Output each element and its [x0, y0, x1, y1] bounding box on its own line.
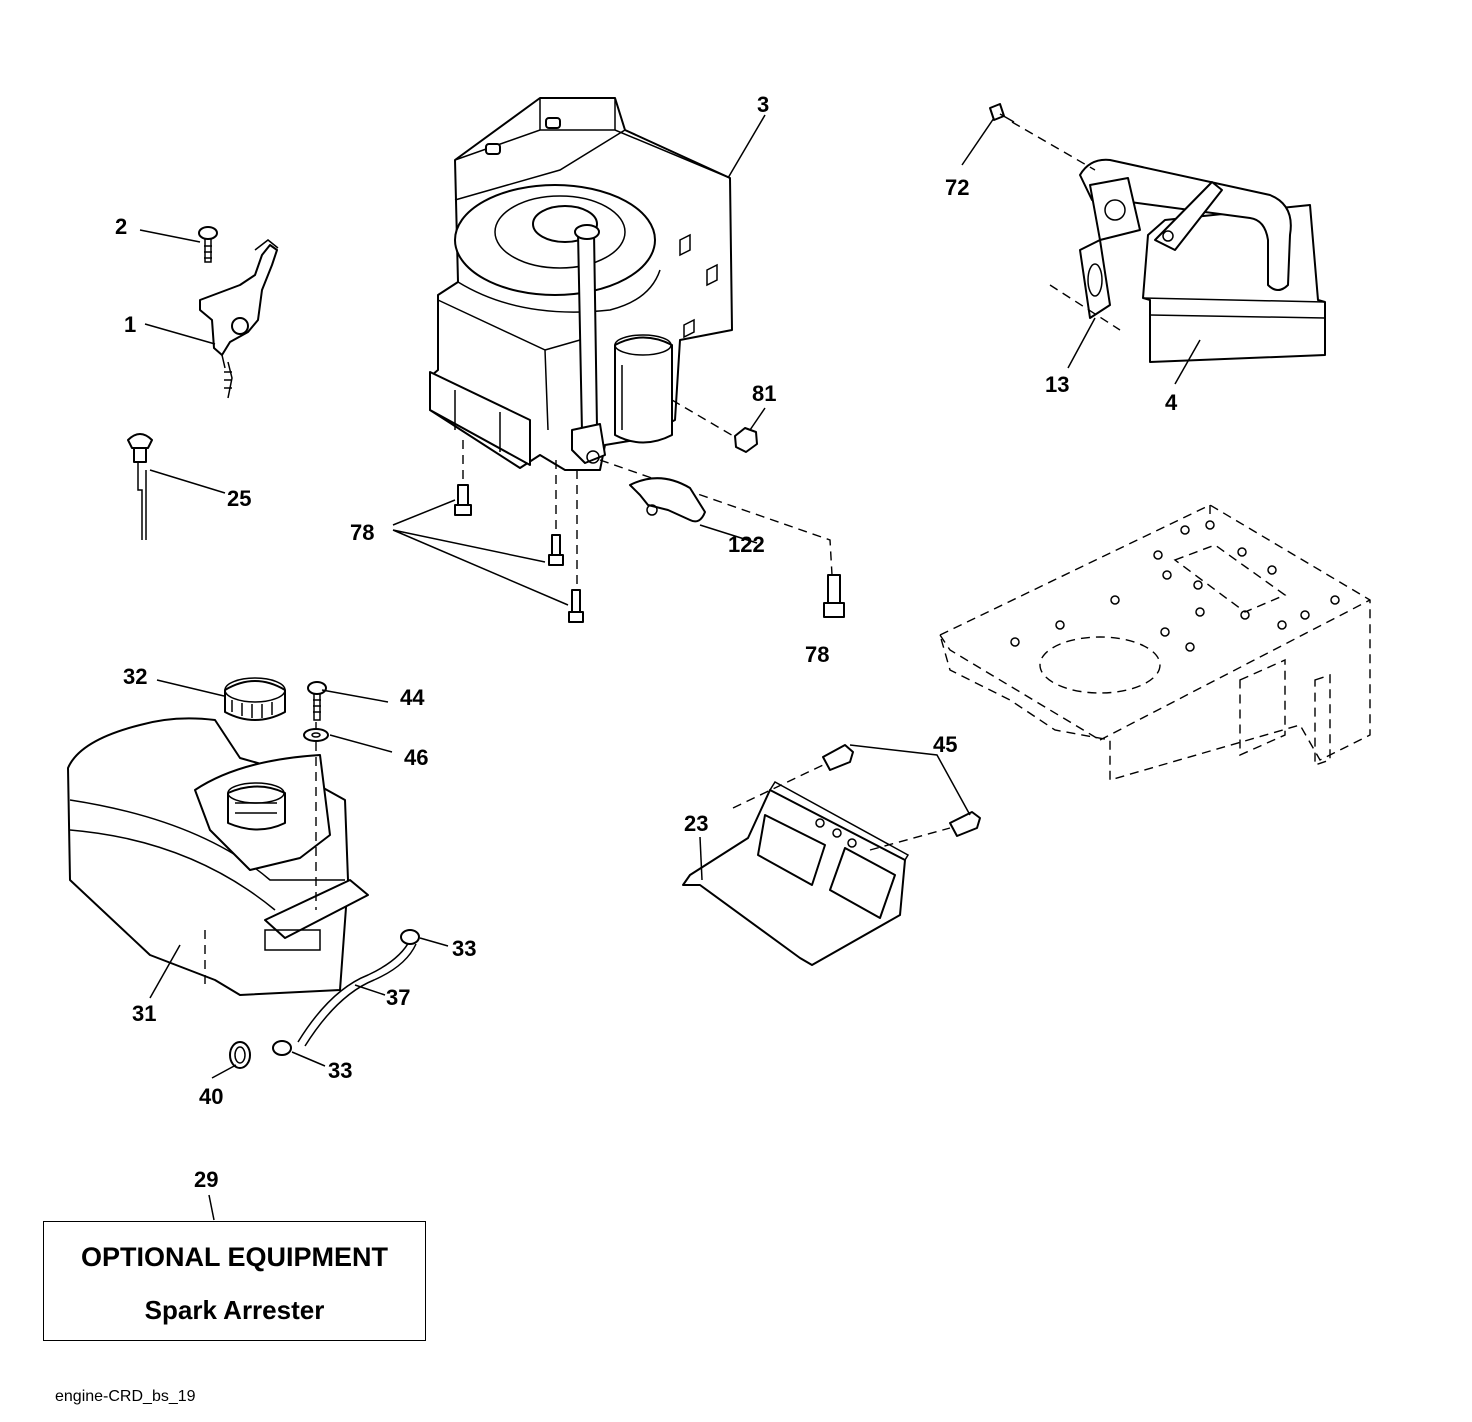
callout-33: 33	[452, 936, 476, 961]
callout-25: 25	[227, 486, 251, 511]
nut-part	[734, 427, 758, 453]
exhaust-gasket-part	[1079, 239, 1111, 319]
callout-1: 1	[124, 312, 136, 337]
throttle-control-part	[199, 239, 279, 399]
grommet-part	[229, 1041, 251, 1069]
optional-equipment-title: OPTIONAL EQUIPMENT	[80, 1242, 389, 1272]
callout-44: 44	[400, 685, 425, 710]
diagram-code: engine-CRD_bs_19	[55, 1388, 196, 1405]
shield-plate-part	[682, 781, 910, 966]
optional-equipment-box: OPTIONAL EQUIPMENT Spark Arrester	[43, 1221, 426, 1341]
callout-33: 33	[328, 1058, 352, 1083]
callout-31: 31	[132, 1001, 156, 1026]
callout-78: 78	[350, 520, 374, 545]
washer-part	[303, 728, 329, 742]
fuel-tank-part	[67, 717, 369, 996]
spark-arrester-label: Spark Arrester	[144, 1295, 325, 1325]
callout-40: 40	[199, 1084, 223, 1109]
callout-4: 4	[1165, 390, 1178, 415]
callout-122: 122	[728, 532, 765, 557]
callout-3: 3	[757, 92, 769, 117]
callout-81: 81	[752, 381, 776, 406]
muffler-screw-part	[989, 103, 1015, 123]
screw-part	[198, 226, 218, 263]
callout-72: 72	[945, 175, 969, 200]
callout-37: 37	[386, 985, 410, 1010]
callout-29: 29	[194, 1167, 218, 1192]
callout-23: 23	[684, 811, 708, 836]
frame-plate-part	[939, 504, 1371, 781]
fuel-cap-part	[224, 677, 286, 721]
callout-78: 78	[805, 642, 829, 667]
choke-knob-part	[127, 433, 153, 540]
callout-13: 13	[1045, 372, 1069, 397]
engine-bolt-part	[454, 484, 845, 623]
hose-clamp-part	[272, 929, 420, 1056]
fuel-line-part	[297, 939, 417, 1047]
heat-shield-part	[629, 477, 706, 523]
shield-screw-part	[822, 744, 981, 837]
muffler-part	[1079, 158, 1326, 363]
engine-part	[429, 97, 733, 471]
callout-labels: 3 72 2 1 13 4 81 25 78 122 78 32 44 45 4…	[115, 92, 1178, 1192]
callout-46: 46	[404, 745, 428, 770]
callout-32: 32	[123, 664, 147, 689]
tank-screw-part	[307, 681, 327, 721]
callout-45: 45	[933, 732, 957, 757]
callout-2: 2	[115, 214, 127, 239]
